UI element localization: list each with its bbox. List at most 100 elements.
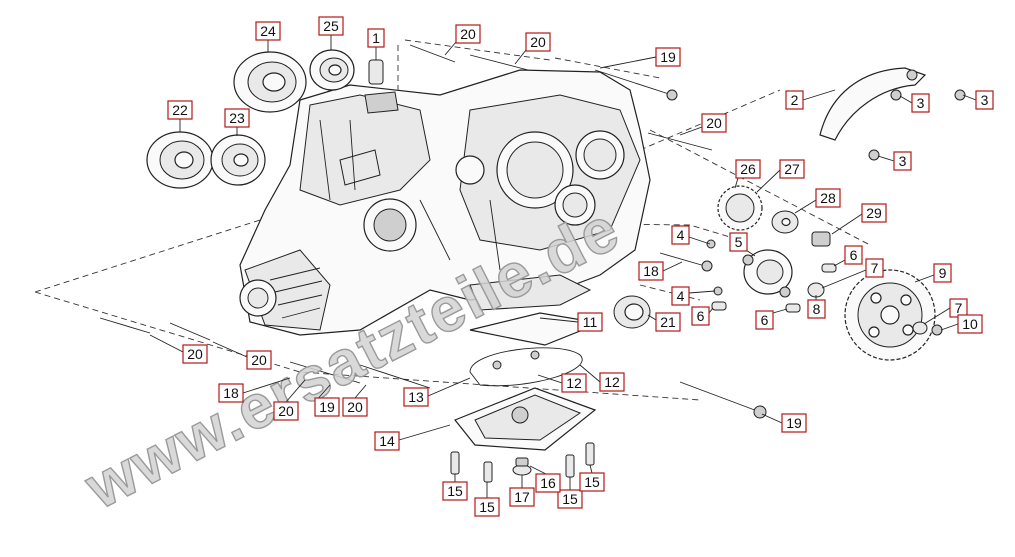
callout-6c-label: 6 [761,312,769,328]
callout-20b-label: 20 [530,34,546,50]
callout-11: 11 [539,312,603,332]
callout-7a: 7 [821,258,884,289]
callout-15d: 15 [579,464,605,492]
callout-29: 29 [831,203,887,235]
callout-21: 21 [647,312,681,332]
callout-20a: 20 [444,24,481,56]
callout-15a: 15 [442,474,468,501]
callout-1-label: 1 [372,30,380,46]
callout-19b-label: 19 [319,399,335,415]
callout-20d: 20 [149,334,208,364]
oil-seal-21 [613,295,651,329]
callout-6b: 6 [691,306,714,326]
callout-25: 25 [318,16,344,50]
callout-9-label: 9 [939,265,947,281]
o-ring-12 [469,347,583,387]
callout-3b-label: 3 [981,92,989,108]
callout-7b-label: 7 [955,300,963,316]
callout-3a: 3 [899,93,930,113]
callout-12a: 12 [537,373,587,393]
callout-16-label: 16 [540,475,556,491]
callouts: 1 2 3 3 3 4 4 5 6 6 6 7 7 8 9 10 11 12 1… [149,16,994,517]
callout-10: 10 [940,314,983,334]
callout-19b: 19 [314,384,340,417]
bearing-22 [146,131,214,189]
callout-3c: 3 [877,151,912,171]
callout-15a-label: 15 [447,483,463,499]
callout-25-label: 25 [323,18,339,34]
callout-4a: 4 [671,225,711,245]
callout-5-label: 5 [735,234,743,250]
callout-2: 2 [785,89,836,110]
callout-27: 27 [756,159,805,193]
sump-bolts-15 [450,442,595,483]
callout-7b: 7 [923,298,968,325]
callout-4a-label: 4 [677,227,685,243]
callout-6a: 6 [833,245,863,267]
callout-15c-label: 15 [562,491,578,507]
callout-18a-label: 18 [643,263,659,279]
callout-1: 1 [367,28,385,60]
callout-13-label: 13 [408,389,424,405]
callout-14-label: 14 [379,433,395,449]
callout-29-label: 29 [866,205,882,221]
callout-20d-label: 20 [187,346,203,362]
callout-8-label: 8 [813,301,821,317]
callout-12a-label: 12 [566,375,582,391]
callout-20f-label: 20 [278,403,294,419]
bearing-24 [233,51,307,113]
callout-24: 24 [255,21,281,52]
callout-11-label: 11 [583,314,598,330]
callout-27-label: 27 [784,161,800,177]
gear-9 [844,269,936,361]
callout-18a: 18 [638,261,683,281]
callout-24-label: 24 [260,23,276,39]
callout-20g: 20 [342,384,368,417]
callout-19a: 19 [599,47,681,69]
callout-19c: 19 [761,413,807,433]
callout-17: 17 [509,475,535,507]
callout-23: 23 [224,108,250,136]
oil-pump-5 [742,249,793,298]
callout-22: 22 [167,100,193,132]
callout-6c: 6 [755,308,788,330]
oil-sump-14 [454,387,597,451]
callout-3c-label: 3 [899,153,907,169]
callout-9: 9 [914,263,952,283]
callout-3a-label: 3 [917,95,925,111]
callout-22-label: 22 [172,102,188,118]
callout-12b: 12 [579,364,625,392]
callout-26-label: 26 [740,161,756,177]
callout-15d-label: 15 [584,474,600,490]
callout-20f: 20 [273,379,306,421]
callout-19a-label: 19 [660,49,676,65]
callout-10-label: 10 [962,316,978,332]
callout-20a-label: 20 [460,26,476,42]
callout-21-label: 21 [660,314,676,330]
callout-20g-label: 20 [347,399,363,415]
bolts [99,44,767,419]
crankcase [239,69,651,336]
callout-19c-label: 19 [786,415,802,431]
bearing-25 [309,49,355,91]
callout-7a-label: 7 [871,260,879,276]
callout-28: 28 [794,188,841,214]
callout-13: 13 [403,377,471,407]
callout-18b: 18 [218,377,291,403]
callout-14: 14 [374,424,451,451]
callout-20e-label: 20 [251,352,267,368]
callout-20b: 20 [514,32,551,65]
dowel-1 [368,59,384,85]
callout-15b-label: 15 [479,499,495,515]
chain-guide-2 [819,67,927,141]
callout-26: 26 [734,159,761,189]
callout-20e: 20 [212,341,272,370]
callout-28-label: 28 [820,190,836,206]
bearing-23 [210,134,266,186]
callout-4b-label: 4 [677,288,685,304]
callout-20c: 20 [679,113,727,136]
callout-16: 16 [529,465,561,493]
callout-15c: 15 [557,477,583,509]
